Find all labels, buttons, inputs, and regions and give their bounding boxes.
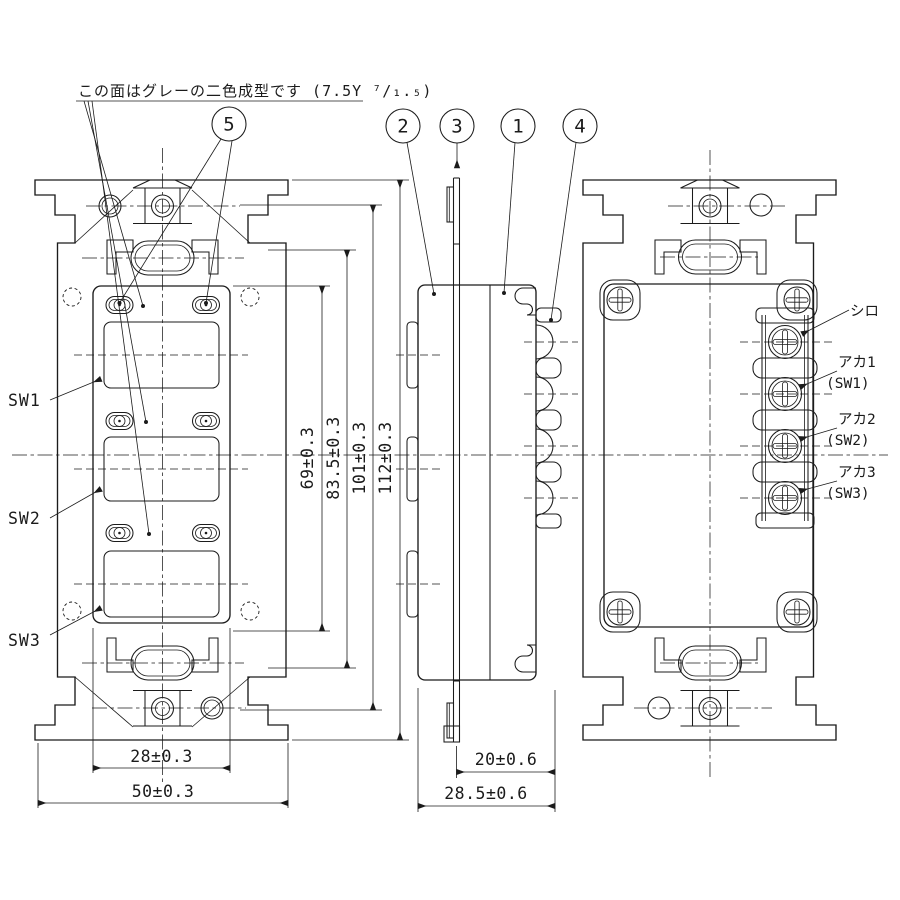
catch-hook-top bbox=[514, 287, 536, 316]
balloon-2-number: 2 bbox=[397, 116, 408, 138]
back-view: シロ アカ1 (SW1) アカ2 (SW2) アカ3 (SW3) bbox=[582, 150, 879, 780]
terminal-screw-aka2 bbox=[767, 428, 803, 464]
label-sw3: SW3 bbox=[8, 631, 41, 650]
rocker-side-sw2 bbox=[406, 436, 419, 502]
rocker-side-sw1 bbox=[406, 321, 419, 389]
plate-screw-hole bbox=[191, 523, 221, 543]
sw2-leader-arrow bbox=[49, 486, 103, 519]
aka2-leader-arrow bbox=[798, 427, 838, 443]
terminal-label-shiro: シロ bbox=[850, 304, 879, 320]
dim-20: 20±0.6 bbox=[475, 750, 538, 769]
side-view bbox=[396, 177, 578, 743]
callouts: この面はグレーの二色成型です (7.5Y ⁷/₁.₅) 5 2 3 1 4 bbox=[76, 82, 598, 536]
balloon-5 bbox=[211, 106, 247, 142]
balloon-1-number: 1 bbox=[512, 116, 523, 138]
body-corner-screw bbox=[599, 591, 641, 633]
mounting-frame-outline-back bbox=[582, 179, 837, 741]
sw3-leader-arrow bbox=[49, 605, 103, 636]
back-bottom-right-tab bbox=[739, 637, 767, 673]
terminal-label-aka3: アカ3 bbox=[838, 465, 876, 481]
aka1-leader-arrow bbox=[798, 370, 838, 390]
body-corner-screw bbox=[599, 279, 641, 321]
label-sw1: SW1 bbox=[8, 391, 41, 410]
frame-knockout-hole bbox=[62, 601, 82, 621]
surface-annotation: この面はグレーの二色成型です (7.5Y ⁷/₁.₅) bbox=[78, 82, 432, 100]
front-bottom-left-tab bbox=[106, 637, 134, 673]
body-side-outline bbox=[417, 284, 537, 681]
terminal-label-aka2-sw: (SW2) bbox=[826, 433, 870, 449]
terminal-label-aka3-sw: (SW3) bbox=[826, 486, 870, 502]
switch-unit-face bbox=[92, 285, 231, 624]
dim-69: 69±0.3 bbox=[298, 427, 317, 490]
frame-knockout-hole bbox=[240, 601, 260, 621]
sw1-leader-arrow bbox=[49, 375, 103, 401]
terminal-screw-aka3 bbox=[767, 480, 803, 516]
terminal-strip bbox=[740, 307, 833, 529]
aka3-leader-arrow bbox=[798, 480, 838, 495]
balloon-4-number: 4 bbox=[574, 116, 585, 138]
terminal-block-side bbox=[524, 307, 578, 529]
front-view: SW1 SW2 SW3 bbox=[8, 148, 289, 782]
frame-knockout-hole bbox=[62, 287, 82, 307]
back-bottom-left-tab bbox=[654, 637, 682, 673]
balloon-4 bbox=[562, 108, 598, 144]
terminal-label-aka1: アカ1 bbox=[838, 355, 876, 371]
shiro-leader-arrow bbox=[800, 309, 850, 337]
dim-28-5: 28.5±0.6 bbox=[444, 784, 527, 803]
frame-knockout-hole bbox=[240, 287, 260, 307]
mounting-frame-outline-front bbox=[34, 179, 289, 741]
balloon-3-number: 3 bbox=[451, 116, 462, 138]
terminal-label-aka2: アカ2 bbox=[838, 412, 876, 428]
plate-screw-hole bbox=[191, 411, 221, 431]
terminal-screw-shiro bbox=[767, 324, 803, 360]
label-sw2: SW2 bbox=[8, 509, 41, 528]
dim-28: 28±0.3 bbox=[130, 747, 193, 766]
dimensions: 28±0.3 50±0.3 69±0.3 83.5±0.3 101±0.3 11… bbox=[37, 179, 556, 812]
plate-screw-hole bbox=[105, 411, 134, 431]
terminal-label-aka1-sw: (SW1) bbox=[826, 376, 870, 392]
dim-50: 50±0.3 bbox=[132, 782, 195, 801]
balloon-5-number: 5 bbox=[223, 114, 234, 136]
catch-hook-bottom bbox=[514, 644, 536, 673]
balloon-1 bbox=[500, 108, 536, 144]
front-bottom-right-tab bbox=[191, 637, 219, 673]
body-corner-screw bbox=[776, 279, 818, 321]
rocker-side-sw3 bbox=[406, 550, 419, 618]
body-corner-screw bbox=[776, 591, 818, 633]
back-top-round-hole bbox=[749, 193, 773, 217]
plate-screw-hole bbox=[105, 523, 134, 543]
dim-83-5: 83.5±0.3 bbox=[324, 416, 343, 499]
balloon-2 bbox=[385, 108, 421, 144]
unit-body-back bbox=[603, 283, 814, 628]
mounting-strap bbox=[443, 177, 461, 743]
dim-101: 101±0.3 bbox=[350, 421, 369, 494]
dim-112: 112±0.3 bbox=[376, 421, 395, 494]
front-top-right-tab bbox=[191, 239, 219, 275]
terminal-screw-aka1 bbox=[767, 376, 803, 412]
